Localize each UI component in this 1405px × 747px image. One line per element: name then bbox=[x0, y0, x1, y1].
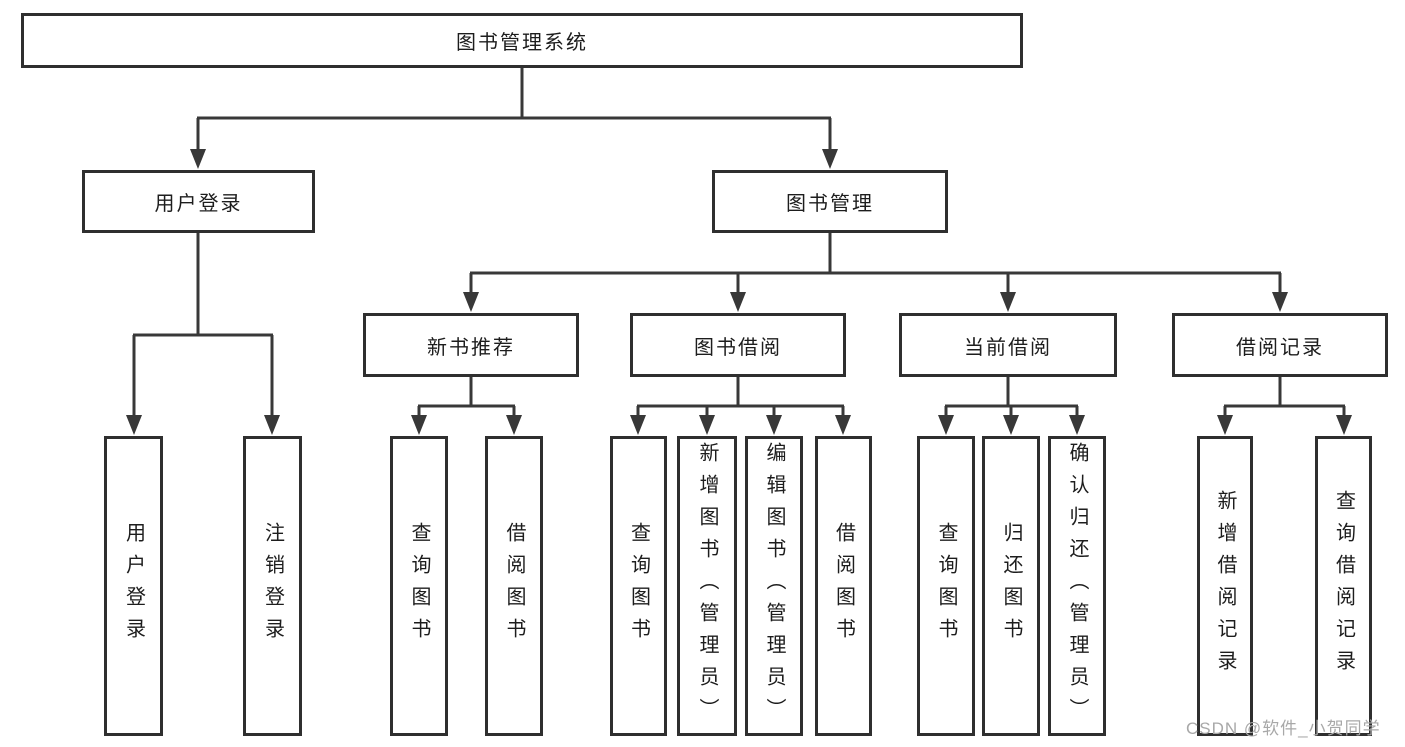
leaf-user-login: 用户登录 bbox=[104, 436, 163, 736]
node-book-borrowing: 图书借阅 bbox=[630, 313, 846, 377]
leaf-add-book-admin-label: 新增图书（管理员） bbox=[696, 442, 718, 730]
leaf-query-books-recommend-label: 查询图书 bbox=[408, 522, 430, 650]
node-root: 图书管理系统 bbox=[21, 13, 1023, 68]
leaf-edit-book-admin-label: 编辑图书（管理员） bbox=[763, 442, 785, 730]
leaf-add-borrow-record: 新增借阅记录 bbox=[1197, 436, 1253, 736]
leaf-confirm-return-admin: 确认归还（管理员） bbox=[1048, 436, 1106, 736]
leaf-borrow-books-recommend-label: 借阅图书 bbox=[503, 522, 525, 650]
leaf-borrow-books-label: 借阅图书 bbox=[832, 522, 855, 650]
edge-new-book-rec-to-leaves bbox=[411, 377, 522, 435]
edge-root-to-level2 bbox=[190, 68, 838, 169]
leaf-return-book: 归还图书 bbox=[982, 436, 1040, 736]
leaf-borrow-books-recommend: 借阅图书 bbox=[485, 436, 543, 736]
watermark: CSDN @软件_小贺同学 bbox=[1186, 719, 1381, 738]
node-book-management: 图书管理 bbox=[712, 170, 948, 233]
leaf-borrow-books: 借阅图书 bbox=[815, 436, 872, 736]
leaf-add-borrow-record-label: 新增借阅记录 bbox=[1214, 490, 1236, 682]
edge-book-borrow-to-leaves bbox=[630, 377, 851, 435]
edge-borrow-records-to-leaves bbox=[1217, 377, 1352, 435]
leaf-query-books-current: 查询图书 bbox=[917, 436, 975, 736]
leaf-query-books-recommend: 查询图书 bbox=[390, 436, 448, 736]
leaf-confirm-return-admin-label: 确认归还（管理员） bbox=[1066, 442, 1088, 730]
leaf-edit-book-admin: 编辑图书（管理员） bbox=[745, 436, 803, 736]
leaf-logout: 注销登录 bbox=[243, 436, 302, 736]
leaf-query-books-borrow: 查询图书 bbox=[610, 436, 667, 736]
node-user-login: 用户登录 bbox=[82, 170, 315, 233]
edge-user-login-to-leaves bbox=[126, 233, 280, 435]
edge-book-management-to-level3 bbox=[463, 233, 1288, 312]
leaf-query-books-current-label: 查询图书 bbox=[935, 522, 957, 650]
leaf-query-borrow-record-label: 查询借阅记录 bbox=[1332, 490, 1355, 682]
node-current-borrowing: 当前借阅 bbox=[899, 313, 1117, 377]
leaf-add-book-admin: 新增图书（管理员） bbox=[677, 436, 737, 736]
leaf-logout-label: 注销登录 bbox=[261, 522, 284, 650]
node-new-book-recommendation: 新书推荐 bbox=[363, 313, 579, 377]
leaf-query-books-borrow-label: 查询图书 bbox=[627, 522, 650, 650]
leaf-query-borrow-record: 查询借阅记录 bbox=[1315, 436, 1372, 736]
edge-current-borrow-to-leaves bbox=[938, 377, 1085, 435]
leaf-user-login-label: 用户登录 bbox=[122, 522, 145, 650]
node-borrowing-records: 借阅记录 bbox=[1172, 313, 1388, 377]
leaf-return-book-label: 归还图书 bbox=[1000, 522, 1022, 650]
